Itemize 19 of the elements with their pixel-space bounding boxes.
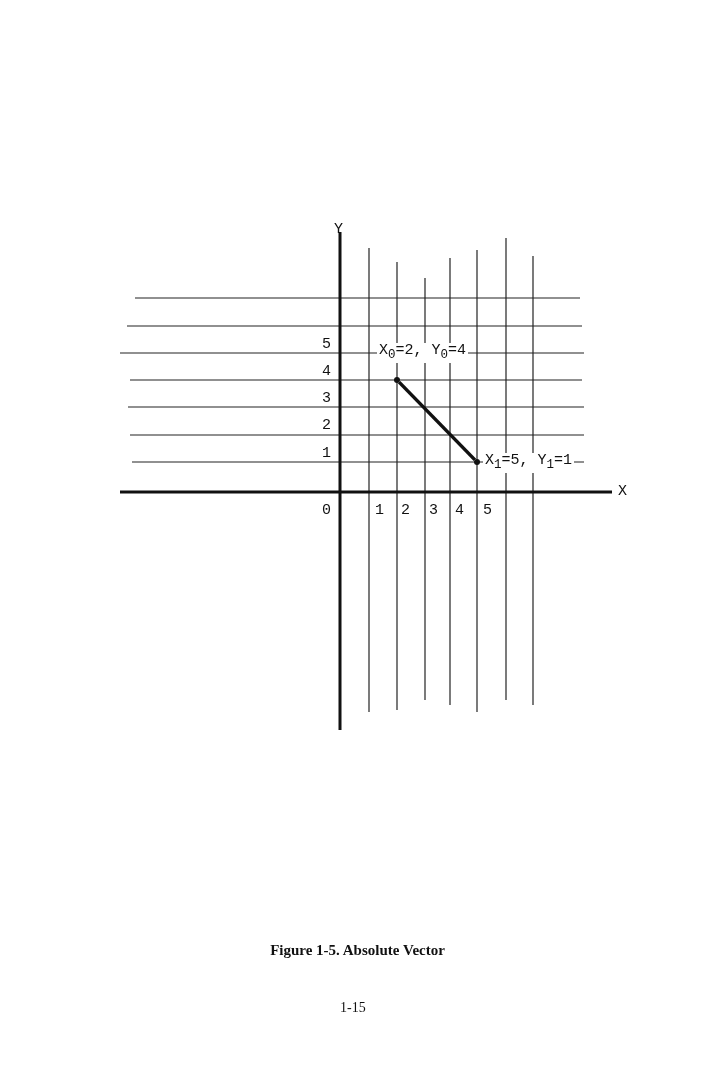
point-marker: [394, 377, 400, 383]
tick-label: 3: [322, 391, 331, 407]
tick-label: 3: [429, 503, 438, 519]
axis-label: X: [618, 484, 627, 500]
coordinate-label: X$_{0}$=2, Y$_{0}$=4: [377, 343, 469, 363]
point-marker: [474, 459, 480, 465]
tick-label: 2: [322, 418, 331, 434]
axis-label: Y: [334, 222, 343, 238]
tick-label: 1: [322, 446, 331, 462]
page-number: 1-15: [340, 1000, 366, 1016]
coordinate-label: X$_{1}$=5, Y$_{1}$=1: [483, 453, 575, 473]
tick-label: 4: [455, 503, 464, 519]
tick-label: 0: [322, 503, 331, 519]
tick-label: 2: [401, 503, 410, 519]
tick-label: 4: [322, 364, 331, 380]
tick-label: 5: [483, 503, 492, 519]
figure-caption: Figure 1-5. Absolute Vector: [270, 942, 445, 958]
tick-label: 5: [322, 337, 331, 353]
tick-label: 1: [375, 503, 384, 519]
